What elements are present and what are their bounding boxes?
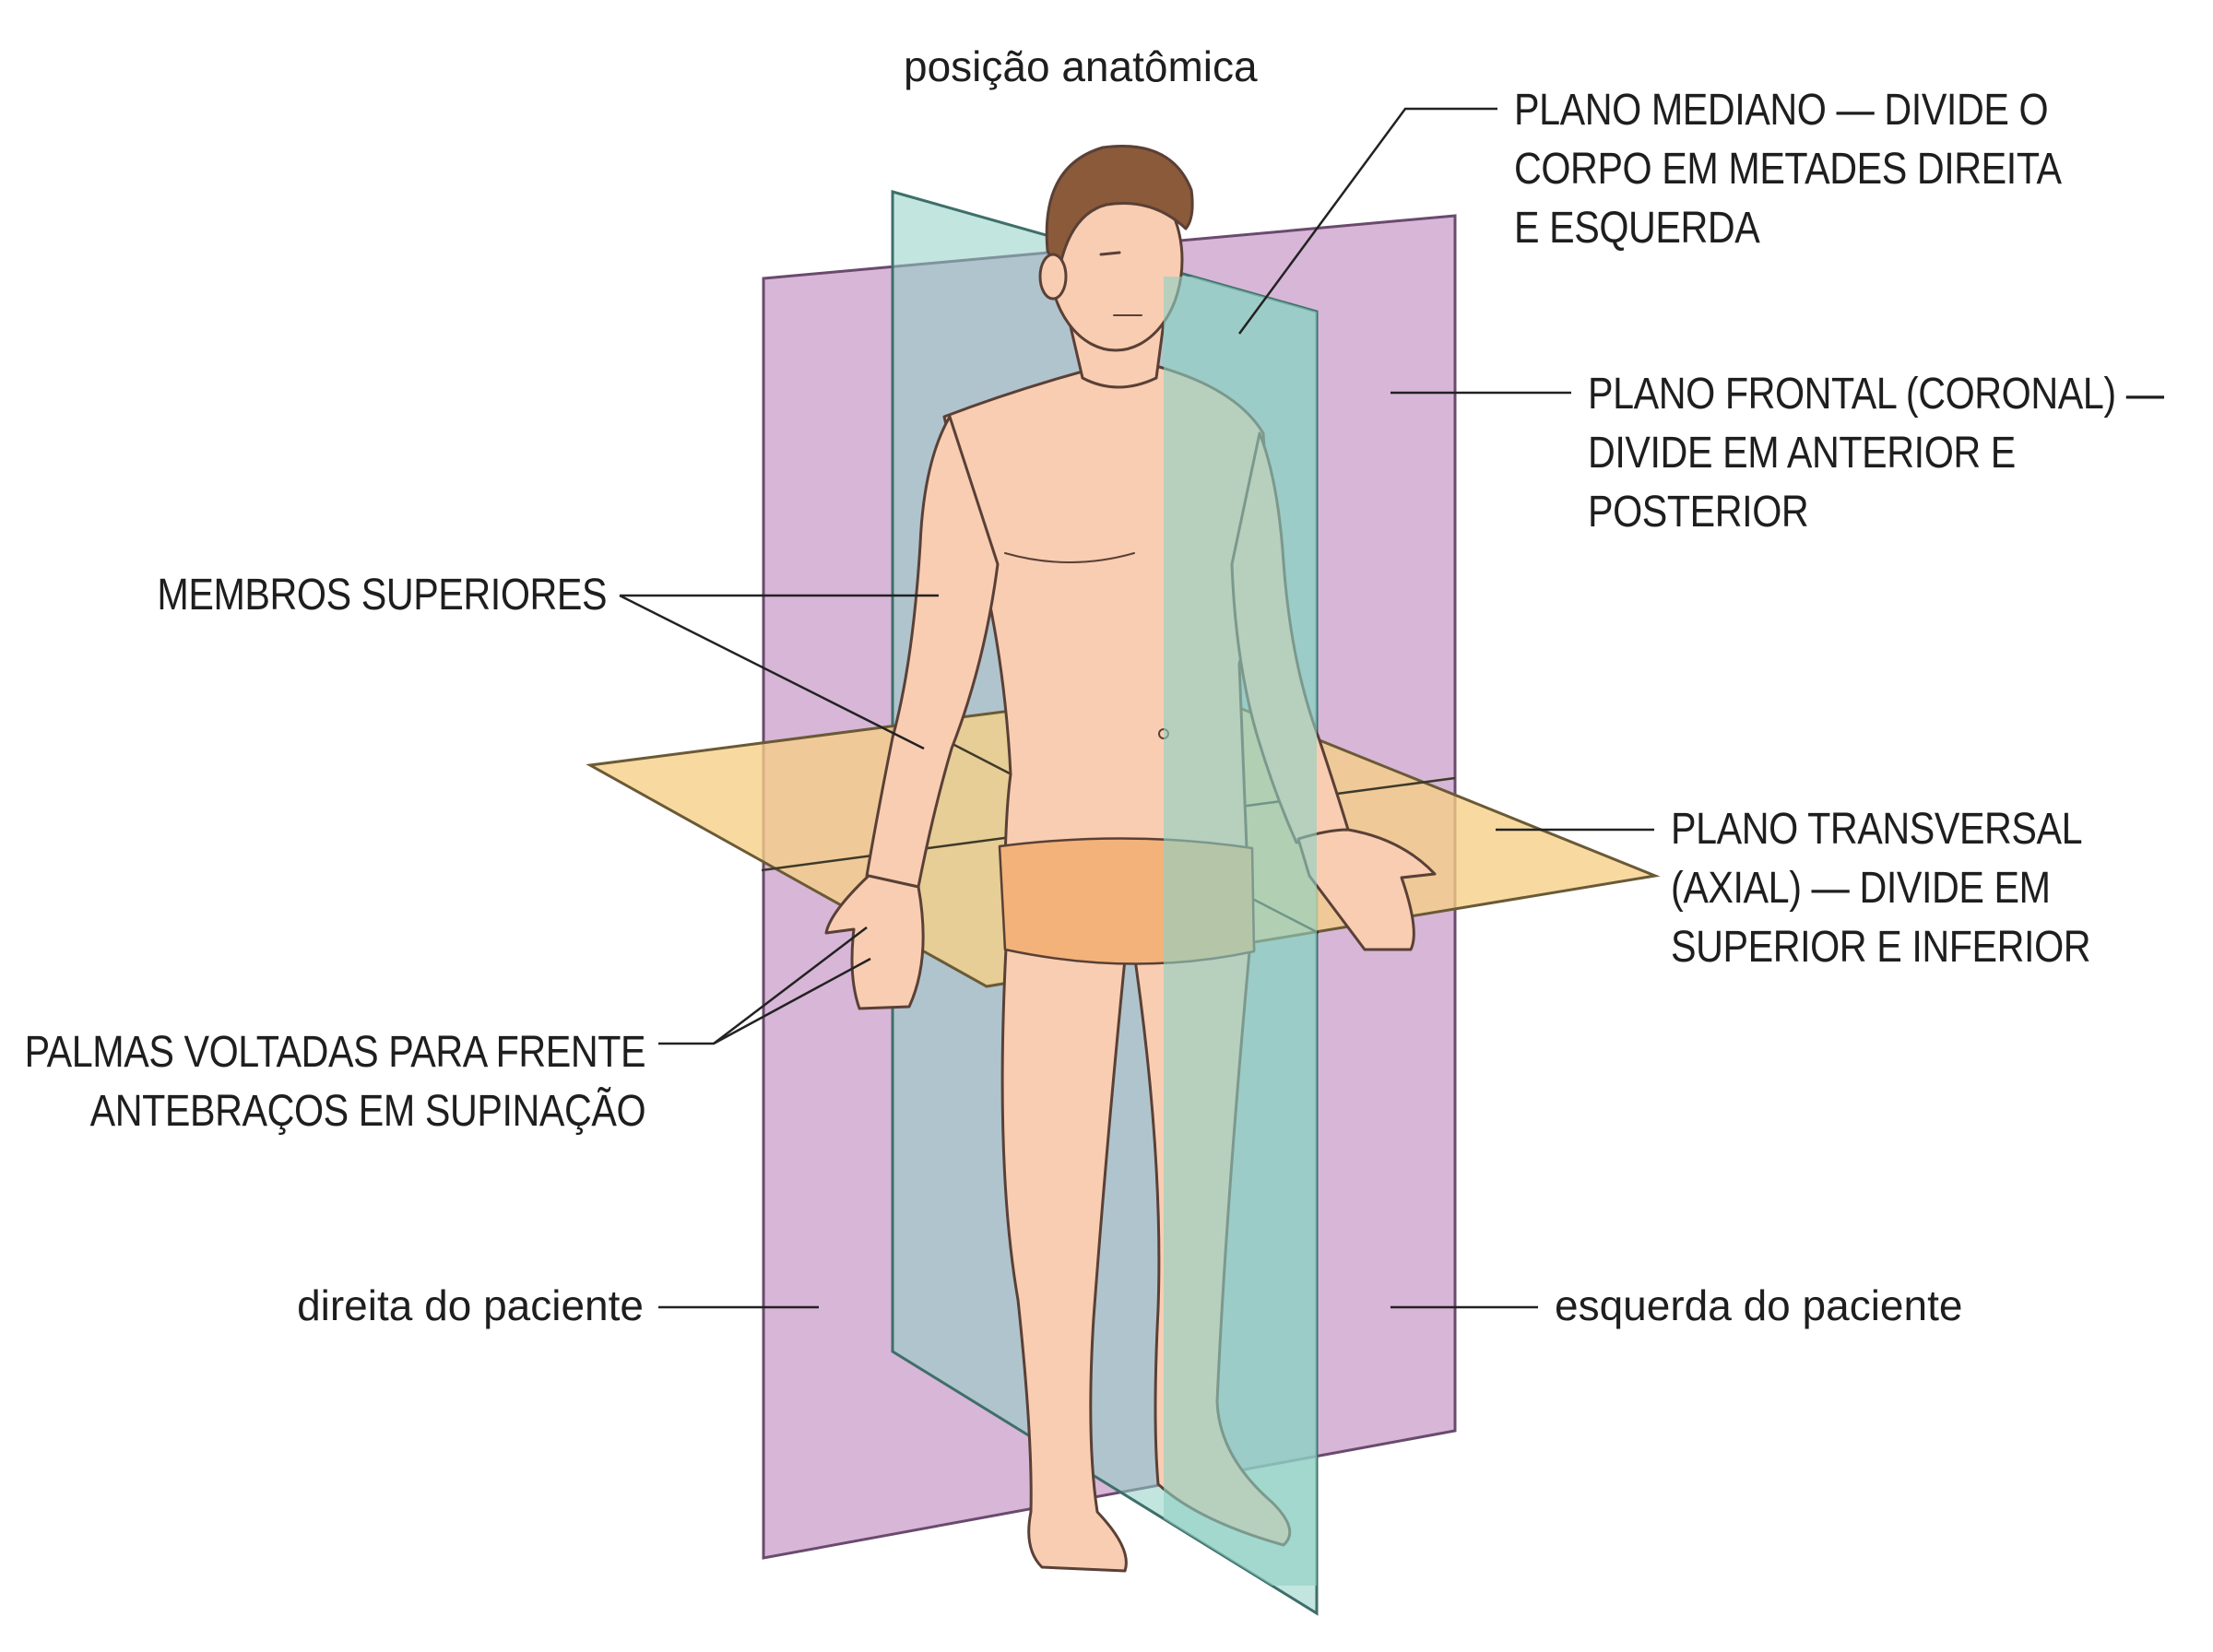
transverse-plane-label-line-3: SUPERIOR E INFERIOR <box>1671 923 2091 972</box>
transverse-plane-label: PLANO TRANSVERSAL (AXIAL) — DIVIDE EM SU… <box>1671 800 2091 977</box>
ear <box>1038 253 1068 301</box>
median-plane-label-line-3: E ESQUERDA <box>1514 204 1760 253</box>
right-hand <box>824 874 925 1010</box>
patient-left-label: esquerda do paciente <box>1555 1281 1963 1329</box>
median-plane-label: PLANO MEDIANO — DIVIDE O CORPO EM METADE… <box>1514 81 2062 258</box>
diagram-title: posição anatômica <box>904 42 1258 90</box>
eye-left <box>1099 251 1121 256</box>
left-hand <box>1296 828 1437 951</box>
patient-right-label: direita do paciente <box>297 1281 644 1329</box>
frontal-plane-label-line-1: PLANO FRONTAL (CORONAL) — <box>1588 370 2164 419</box>
median-leader <box>1237 107 1497 335</box>
palms-label-line-2: ANTEBRAÇOS EM SUPINAÇÃO <box>89 1087 645 1136</box>
upper-limbs-label-line-1: MEMBROS SUPERIORES <box>157 571 607 620</box>
upper-limbs-label: MEMBROS SUPERIORES <box>157 566 607 625</box>
median-plane-label-line-1: PLANO MEDIANO — DIVIDE O <box>1514 86 2049 135</box>
transverse-plane-label-line-2: (AXIAL) — DIVIDE EM <box>1671 864 2051 913</box>
median-plane-label-line-2: CORPO EM METADES DIREITA <box>1514 145 2062 194</box>
transverse-plane-label-line-1: PLANO TRANSVERSAL <box>1671 805 2083 854</box>
palms-label-line-1: PALMAS VOLTADAS PARA FRENTE <box>24 1028 645 1077</box>
frontal-plane-label: PLANO FRONTAL (CORONAL) — DIVIDE EM ANTE… <box>1588 365 2164 542</box>
frontal-plane-label-line-3: POSTERIOR <box>1588 488 1809 537</box>
right-arm <box>865 415 1000 889</box>
upper-limbs-leader-b <box>619 594 925 750</box>
frontal-plane-label-line-2: DIVIDE EM ANTERIOR E <box>1588 429 2016 478</box>
chest-line <box>1004 552 1135 563</box>
median-overlay <box>1164 277 1317 1586</box>
hair <box>1045 145 1194 275</box>
leader-lines <box>619 107 1654 1309</box>
palms-label: PALMAS VOLTADAS PARA FRENTE ANTEBRAÇOS E… <box>24 1023 645 1141</box>
right-leg <box>1000 929 1129 1573</box>
palms-leader-b <box>713 957 871 1045</box>
